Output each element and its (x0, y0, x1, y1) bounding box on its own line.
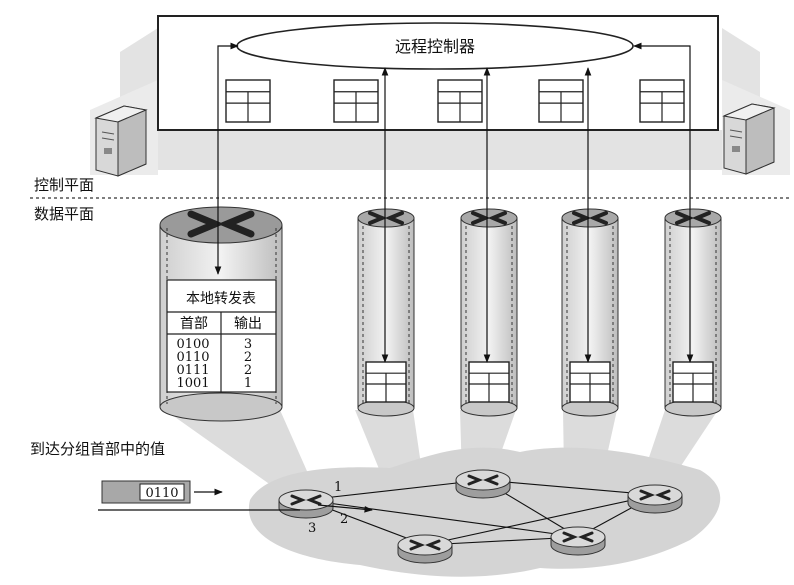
table-cell-header: 1001 (176, 376, 209, 391)
local-forwarding-table: 本地转发表 首部 输出 0100 3 0110 2 0111 2 1001 1 (166, 279, 277, 393)
flow-table-icon (468, 361, 510, 403)
table-col-header: 首部 (180, 316, 208, 332)
flow-table-icon (437, 79, 483, 123)
table-cell-output: 2 (244, 363, 252, 378)
packet-icon (101, 480, 191, 504)
router-icon (397, 534, 453, 564)
flow-table-icon (639, 79, 685, 123)
flow-table-icon (333, 79, 379, 123)
port-label-2: 2 (340, 512, 348, 527)
controller-title: 远程控制器 (395, 37, 475, 56)
table-rows: 0100 3 0110 2 0111 2 1001 1 (176, 337, 252, 391)
table-cell-header: 0111 (176, 363, 209, 378)
table-cell-header: 0100 (176, 337, 209, 352)
server-icon (722, 103, 776, 175)
port-label-1: 1 (334, 480, 342, 495)
flow-table-icon (225, 79, 271, 123)
network-routers (278, 469, 683, 564)
server-icon (94, 105, 148, 177)
flow-table-icon (365, 361, 407, 403)
control-links (214, 42, 694, 363)
table-col-output: 输出 (234, 316, 262, 332)
table-cell-output: 2 (244, 350, 252, 365)
router-icon (627, 484, 683, 514)
network-links (305, 479, 656, 546)
remote-switches (357, 208, 722, 417)
control-plane-label: 控制平面 (34, 176, 94, 194)
router-icon (455, 469, 511, 499)
flow-table-icon (569, 361, 611, 403)
table-cell-output: 1 (244, 376, 252, 391)
router-icon (550, 526, 606, 556)
flow-table-icon (672, 361, 714, 403)
port-label-3: 3 (308, 521, 316, 536)
table-title: 本地转发表 (186, 291, 256, 307)
flow-table-icon (538, 79, 584, 123)
table-cell-output: 3 (244, 337, 252, 352)
data-plane-label: 数据平面 (34, 205, 94, 223)
egress-arrow (317, 504, 373, 513)
router-icon (278, 489, 334, 519)
table-cell-header: 0110 (176, 350, 209, 365)
packet-caption: 到达分组首部中的值 (30, 440, 165, 458)
packet-value: 0110 (145, 486, 178, 501)
